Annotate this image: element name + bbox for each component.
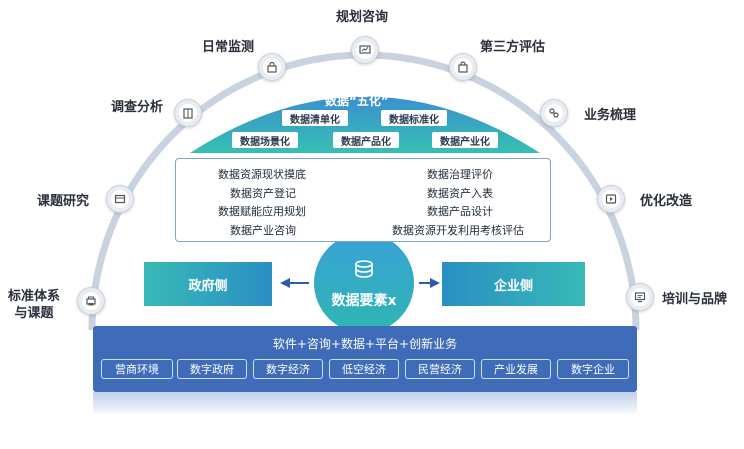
arc-label-third-party: 第三方评估: [480, 40, 546, 55]
service-item: 数据资产入表: [427, 187, 493, 200]
arc-label-optimize: 优化改造: [640, 194, 693, 209]
bottom-tag: 产业发展: [481, 359, 551, 379]
arc-node-survey[interactable]: [174, 99, 202, 127]
arc-label-monitoring: 日常监测: [202, 40, 255, 55]
bottom-tag: 数字政府: [177, 359, 247, 379]
arc-label-survey: 调查分析: [111, 100, 164, 115]
gov-side-box: 政府侧: [188, 278, 228, 294]
bottom-band: 软件+咨询+数据+平台+创新业务 营商环境 数字政府 数字经济 低空经济 民营经…: [93, 326, 637, 392]
floor-shadow: [93, 392, 637, 416]
arc-label-research: 课题研究: [37, 194, 90, 209]
service-item: 数据产品设计: [427, 205, 493, 218]
arc-label-standards: 标准体系 与课题: [8, 289, 61, 321]
play-icon: [605, 194, 617, 204]
book-icon: [183, 108, 193, 119]
service-item: 数据赋能应用规划: [218, 205, 306, 218]
monitor-icon: [634, 292, 646, 303]
bottom-title: 软件+咨询+数据+平台+创新业务: [272, 337, 458, 351]
window-icon: [114, 194, 126, 204]
database-icon: [355, 260, 373, 278]
dome-title: 数据“五化”: [325, 94, 389, 108]
bag-icon: [458, 61, 468, 73]
ent-side-box: 企业侧: [493, 278, 533, 294]
bottom-tag: 低空经济: [329, 359, 399, 379]
dome-tag: 数据产品化: [333, 132, 399, 148]
gov-box-bg: [144, 262, 272, 306]
arc-node-training[interactable]: [626, 283, 654, 311]
dome-tag: 数据场景化: [232, 132, 298, 148]
service-item: 数据产业咨询: [230, 224, 296, 237]
services-box: 数据资源现状摸底 数据资产登记 数据赋能应用规划 数据产业咨询 数据治理评价 数…: [175, 158, 551, 242]
lock-icon: [267, 61, 277, 73]
arc-label-training: 培训与品牌: [662, 292, 728, 307]
center-label: 数据要素x: [331, 293, 397, 309]
printer-icon: [86, 296, 96, 306]
link-icon: [549, 108, 559, 118]
bottom-tag: 数字企业: [557, 359, 629, 379]
arc-node-standards[interactable]: [77, 287, 105, 315]
arc-label-planning: 规划咨询: [336, 10, 389, 25]
bottom-tag: 民营经济: [405, 359, 475, 379]
service-item: 数据资源开发利用考核评估: [392, 224, 524, 237]
arc-node-third-party[interactable]: [449, 53, 477, 81]
service-item: 数据资产登记: [230, 187, 296, 200]
ent-box-bg: [442, 262, 585, 306]
chart-board-icon: [359, 45, 371, 54]
service-item: 数据治理评价: [427, 168, 493, 181]
arc-node-research[interactable]: [106, 185, 134, 213]
dome-tag: 数据产业化: [432, 132, 498, 148]
service-item: 数据资源现状摸底: [218, 168, 306, 181]
arc-node-monitoring[interactable]: [258, 53, 286, 81]
bottom-tag: 数字经济: [253, 359, 323, 379]
dome-tag: 数据清单化: [282, 110, 348, 126]
arc-node-planning[interactable]: [351, 36, 379, 64]
dome-tag: 数据标准化: [381, 110, 447, 126]
arc-node-optimize[interactable]: [597, 185, 625, 213]
arc-label-business: 业务梳理: [584, 108, 637, 123]
arc-node-business[interactable]: [540, 99, 568, 127]
bottom-tag: 营商环境: [101, 359, 173, 379]
